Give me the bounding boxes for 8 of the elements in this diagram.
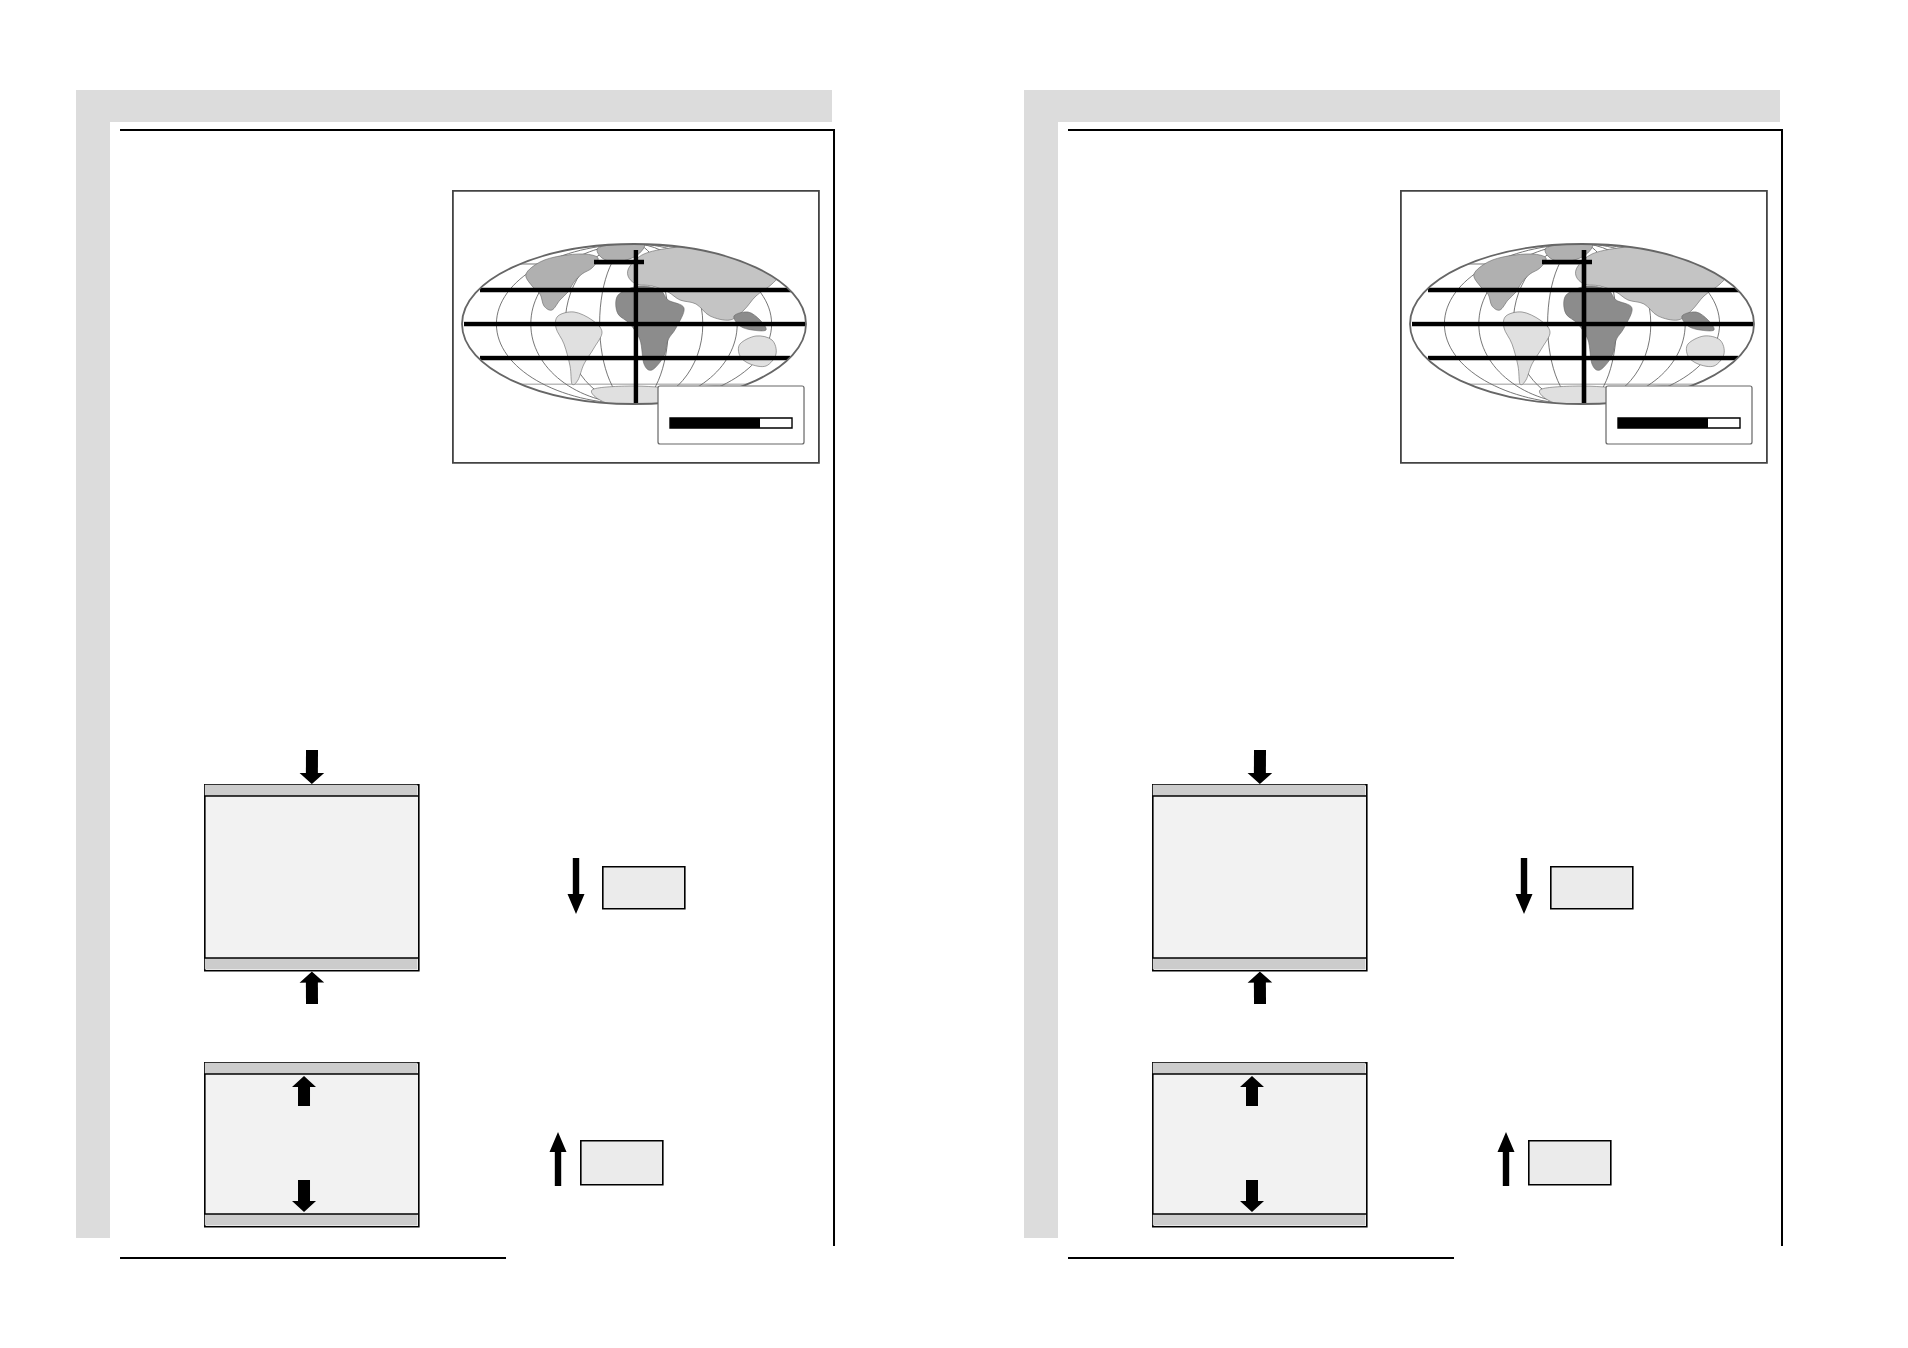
- key-box: [602, 866, 686, 910]
- key-box: [580, 1140, 664, 1186]
- screen-box: [203, 784, 420, 972]
- screen-box: [203, 1062, 420, 1228]
- screen-box: [1151, 1062, 1368, 1228]
- key-box: [1528, 1140, 1612, 1186]
- key-box: [1550, 866, 1634, 910]
- screen-box: [1151, 784, 1368, 972]
